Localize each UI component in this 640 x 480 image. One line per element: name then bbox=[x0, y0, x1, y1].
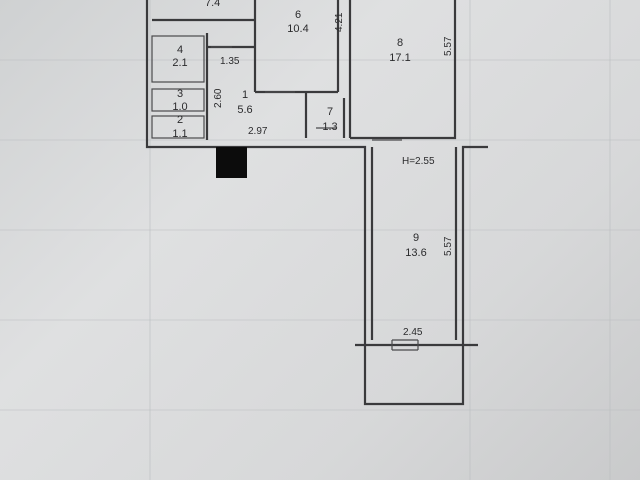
room-7-area: 1.3 bbox=[322, 121, 337, 133]
interior-walls bbox=[152, 0, 458, 340]
ceiling-height: H=2.55 bbox=[402, 156, 435, 167]
dim-2-45: 2.45 bbox=[403, 327, 423, 338]
room-2-number: 2 bbox=[177, 114, 183, 126]
room-3-area: 1.0 bbox=[172, 101, 187, 113]
room-2-area: 1.1 bbox=[172, 128, 187, 140]
room-7-number: 7 bbox=[327, 106, 333, 118]
dim-2-60: 2.60 bbox=[213, 88, 224, 108]
room-4-area: 2.1 bbox=[172, 57, 187, 69]
room-5-area: 7.4 bbox=[205, 0, 220, 9]
black-square bbox=[216, 147, 247, 178]
outer-walls bbox=[145, 0, 488, 406]
room-1-area: 5.6 bbox=[237, 104, 252, 116]
dim-5-57-top: 5.57 bbox=[443, 36, 454, 56]
room-9-number: 9 bbox=[413, 232, 419, 244]
room-6-area: 10.4 bbox=[287, 23, 308, 35]
room-4-number: 4 bbox=[177, 44, 183, 56]
room-6-number: 6 bbox=[295, 9, 301, 21]
doors bbox=[211, 46, 402, 141]
room-8-area: 17.1 bbox=[389, 52, 410, 64]
room-9-area: 13.6 bbox=[405, 247, 426, 259]
closets bbox=[151, 35, 205, 139]
dim-5-57-bottom: 5.57 bbox=[443, 236, 454, 256]
balcony bbox=[355, 339, 478, 351]
room-1-number: 1 bbox=[242, 89, 248, 101]
dim-1-35: 1.35 bbox=[220, 56, 240, 67]
dim-4-21: 4.21 bbox=[334, 12, 345, 32]
dim-2-97: 2.97 bbox=[248, 126, 268, 137]
room-3-number: 3 bbox=[177, 88, 183, 100]
room-8-number: 8 bbox=[397, 37, 403, 49]
